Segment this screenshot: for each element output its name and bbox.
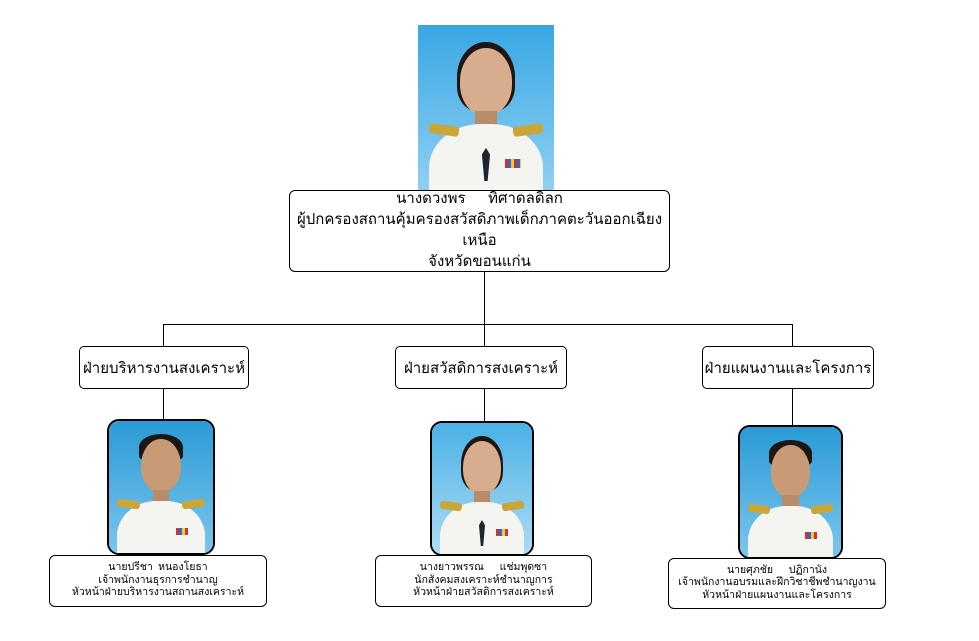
staff-admin-position: เจ้าพนักงานธุรการชำนาญ <box>98 574 218 586</box>
dept-planning-box: ฝ่ายแผนงานและโครงการ <box>702 346 874 389</box>
connector-director-down <box>484 271 485 325</box>
staff-admin-name-first: นายปรีชา <box>108 562 153 574</box>
connector-dept3-up <box>792 324 793 347</box>
staff-admin-photo <box>107 419 215 555</box>
staff-welfare-position: นักสังคมสงเคราะห์ชำนาญการ <box>414 574 553 586</box>
dept-welfare-box: ฝ่ายสวัสดิการสงเคราะห์ <box>395 346 567 389</box>
staff-welfare-name: นางยาวพรรณ แช่มพุดซา <box>420 562 547 575</box>
director-province: จังหวัดขอนแก่น <box>428 254 531 270</box>
staff-welfare-name-first: นางยาวพรรณ <box>419 562 484 574</box>
staff-admin-name-last: หนองโยธา <box>158 562 208 574</box>
director-name: นางดวงพร ทิศาดลดิลก <box>396 189 563 210</box>
director-position: ผู้ปกครองสถานคุ้มครองสวัสดิภาพเด็กภาคตะว… <box>296 212 663 249</box>
dept-admin-title: ฝ่ายบริหารงานสงเคราะห์ <box>82 360 245 377</box>
staff-planning-name-first: นายศุภชัย <box>726 564 774 576</box>
connector-horizontal <box>163 324 793 325</box>
staff-planning-box: นายศุภชัย ปฏิกานัง เจ้าพนักงานอบรมและฝึก… <box>668 558 886 609</box>
connector-dept1-down <box>163 388 164 420</box>
dept-admin-box: ฝ่ายบริหารงานสงเคราะห์ <box>79 346 249 389</box>
staff-welfare-photo <box>430 421 534 556</box>
director-name-first: นางดวงพร <box>396 191 466 207</box>
connector-dept3-down <box>792 388 793 426</box>
connector-dept2-up <box>484 324 485 347</box>
staff-welfare-box: นางยาวพรรณ แช่มพุดซา นักสังคมสงเคราะห์ชำ… <box>375 555 592 607</box>
connector-dept1-up <box>163 324 164 347</box>
director-photo <box>418 25 554 191</box>
staff-planning-name: นายศุภชัย ปฏิกานัง <box>727 565 827 578</box>
staff-planning-photo <box>738 425 843 559</box>
director-box: นางดวงพร ทิศาดลดิลก ผู้ปกครองสถานคุ้มครอ… <box>289 190 670 272</box>
dept-welfare-title: ฝ่ายสวัสดิการสงเคราะห์ <box>403 360 559 377</box>
staff-admin-name: นายปรีชา หนองโยธา <box>108 562 207 575</box>
connector-dept2-down <box>484 388 485 422</box>
staff-planning-name-last: ปฏิกานัง <box>788 564 828 576</box>
staff-admin-box: นายปรีชา หนองโยธา เจ้าพนักงานธุรการชำนาญ… <box>49 555 267 607</box>
dept-planning-title: ฝ่ายแผนงานและโครงการ <box>704 360 872 377</box>
staff-admin-role: หัวหน้าฝ่ายบริหารงานสถานสงเคราะห์ <box>71 587 245 599</box>
staff-planning-role: หัวหน้าฝ่ายแผนงานและโครงการ <box>702 589 852 601</box>
staff-welfare-name-last: แช่มพุดซา <box>499 562 548 574</box>
director-name-last: ทิศาดลดิลก <box>488 191 563 207</box>
staff-planning-position: เจ้าพนักงานอบรมและฝึกวิชาชีพชำนาญงาน <box>678 577 876 589</box>
staff-welfare-role: หัวหน้าฝ่ายสวัสดิการสงเคราะห์ <box>413 587 554 599</box>
